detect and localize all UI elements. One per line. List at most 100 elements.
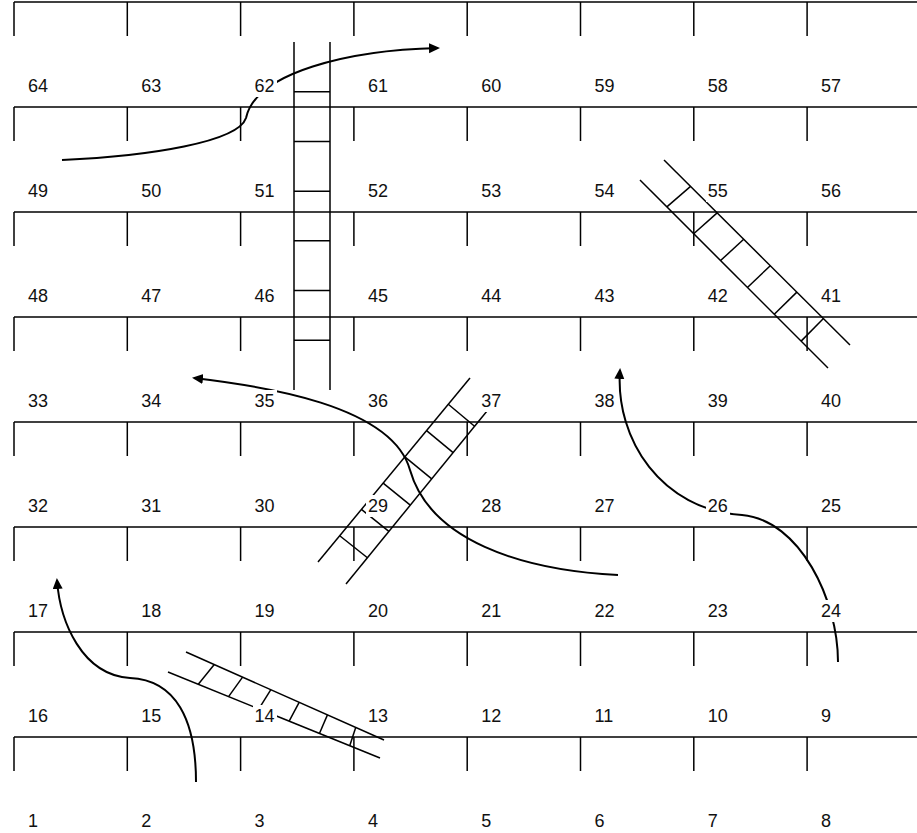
grid-tick	[693, 212, 695, 246]
cell-number: 30	[253, 495, 277, 517]
cell-number: 60	[479, 75, 503, 97]
cell-number: 38	[593, 390, 617, 412]
ladder-rail	[640, 180, 828, 368]
ladders	[168, 42, 850, 758]
cell-number: 23	[706, 600, 730, 622]
grid-tick	[693, 737, 695, 771]
ladder-rung	[340, 536, 368, 558]
cell-number: 34	[139, 390, 163, 412]
cell-number: 16	[26, 705, 50, 727]
cell-number: 61	[366, 75, 390, 97]
snake-arrow	[194, 378, 618, 575]
grid-tick	[580, 422, 582, 456]
grid-tick	[466, 2, 468, 36]
grid-tick	[240, 2, 242, 36]
ladder-rung	[289, 702, 299, 721]
grid-tick	[13, 422, 15, 456]
grid-tick	[13, 632, 15, 666]
cell-number: 21	[479, 600, 503, 622]
grid-tick	[353, 212, 355, 246]
cell-number: 3	[253, 810, 267, 832]
grid-tick	[580, 737, 582, 771]
cell-number: 32	[26, 495, 50, 517]
cell-number: 7	[706, 810, 720, 832]
snake-arrow	[57, 580, 196, 782]
ladder-rail	[168, 672, 380, 758]
ladder-rung	[294, 240, 330, 242]
ladder-rail	[318, 378, 470, 562]
grid-line	[14, 421, 917, 423]
cell-number: 6	[593, 810, 607, 832]
grid-tick	[127, 527, 129, 561]
cell-number: 52	[366, 180, 390, 202]
cell-number: 8	[819, 810, 833, 832]
cell-number: 11	[593, 705, 616, 727]
grid-tick	[806, 527, 808, 561]
grid-tick	[353, 2, 355, 36]
grid-tick	[693, 2, 695, 36]
cell-number: 44	[479, 285, 503, 307]
grid-tick	[693, 632, 695, 666]
ladder-rung	[229, 677, 243, 696]
board-grid	[14, 2, 917, 771]
grid-tick	[580, 2, 582, 36]
grid-tick	[240, 737, 242, 771]
ladder-rung	[294, 141, 330, 143]
cell-number: 22	[593, 600, 617, 622]
ladder-rung	[350, 727, 356, 745]
snakes	[57, 48, 838, 782]
grid-tick	[580, 107, 582, 141]
cell-number: 24	[819, 600, 843, 622]
grid-tick	[353, 737, 355, 771]
cell-number: 54	[593, 180, 617, 202]
cell-number: 28	[479, 495, 503, 517]
grid-tick	[353, 107, 355, 141]
cell-number: 4	[366, 810, 380, 832]
ladder-rail	[186, 652, 384, 740]
ladder-rail	[293, 42, 295, 390]
grid-line	[14, 1, 917, 3]
cell-number: 26	[706, 495, 730, 517]
grid-line	[14, 631, 917, 633]
grid-tick	[466, 527, 468, 561]
cell-number: 36	[366, 390, 390, 412]
ladder-rung	[774, 292, 797, 314]
cell-number: 51	[253, 180, 277, 202]
cell-number: 45	[366, 285, 390, 307]
grid-tick	[580, 527, 582, 561]
cell-number: 19	[253, 600, 277, 622]
cell-number: 33	[26, 390, 50, 412]
cell-number: 18	[139, 600, 163, 622]
grid-tick	[466, 317, 468, 351]
cell-number: 41	[819, 285, 843, 307]
grid-tick	[127, 422, 129, 456]
grid-tick	[13, 2, 15, 36]
ladder-rung	[667, 186, 691, 206]
cell-number: 43	[593, 285, 617, 307]
grid-tick	[13, 317, 15, 351]
grid-tick	[806, 422, 808, 456]
ladder-rail	[329, 42, 331, 390]
grid-tick	[693, 422, 695, 456]
cell-number: 48	[26, 285, 50, 307]
grid-line	[14, 106, 917, 108]
cell-number: 58	[706, 75, 730, 97]
cell-number: 55	[706, 180, 730, 202]
ladder-rung	[294, 340, 330, 342]
grid-tick	[127, 212, 129, 246]
ladder-rung	[747, 266, 770, 288]
grid-tick	[806, 632, 808, 666]
cell-number: 42	[706, 285, 730, 307]
cell-number: 39	[706, 390, 730, 412]
cell-number: 15	[139, 705, 163, 727]
cell-number: 46	[253, 285, 277, 307]
cell-number: 17	[26, 600, 50, 622]
cell-number: 27	[593, 495, 617, 517]
cell-number: 62	[253, 75, 277, 97]
ladder-rung	[448, 404, 474, 426]
cell-number: 53	[479, 180, 503, 202]
grid-tick	[240, 632, 242, 666]
grid-tick	[806, 212, 808, 246]
ladder-rung	[427, 431, 454, 453]
